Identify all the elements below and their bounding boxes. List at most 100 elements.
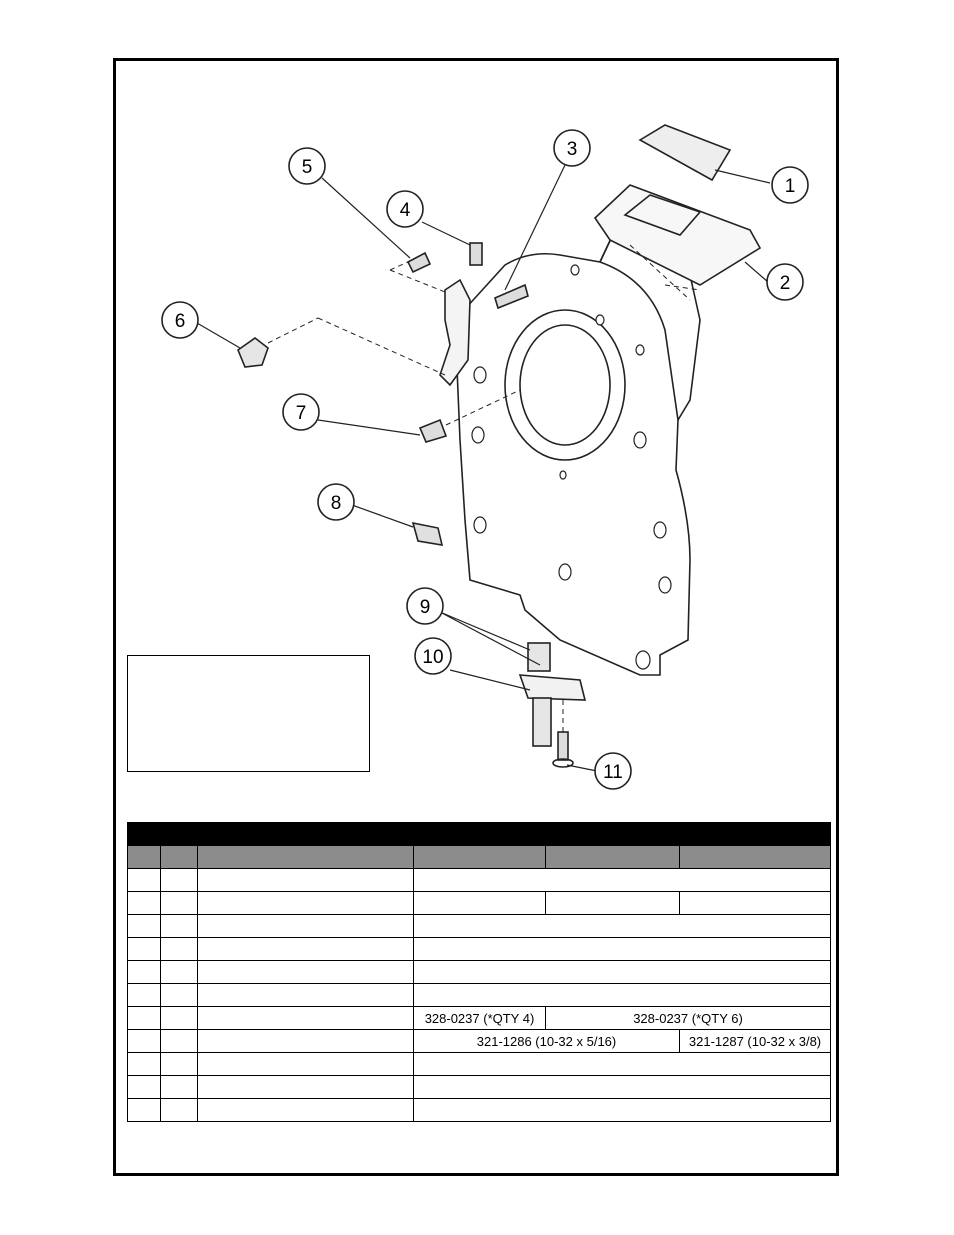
callout-8-circle	[317, 483, 355, 521]
callout-5-circle	[288, 147, 326, 185]
callout-10-circle	[414, 637, 452, 675]
table-row	[127, 914, 832, 938]
table-cell	[127, 1098, 161, 1122]
header-cell	[545, 845, 680, 869]
table-cell	[197, 1029, 414, 1053]
table-row	[127, 868, 832, 892]
table-cell	[197, 1098, 414, 1122]
callout-1-label: 1	[785, 176, 796, 197]
part-11-screw	[557, 731, 569, 761]
table-cell	[160, 1006, 198, 1030]
callout-3-circle	[553, 129, 591, 167]
table-cell	[413, 891, 546, 915]
table-cell	[197, 983, 414, 1007]
table-cell: 328-0237 (*QTY 6)	[544, 1006, 832, 1030]
bore-inner	[519, 324, 611, 446]
callout-5-label: 5	[302, 157, 313, 178]
table-cell: 321-1287 (10-32 x 3/8)	[678, 1029, 832, 1053]
table-cell	[127, 1029, 161, 1053]
part-4-set-screw	[469, 242, 483, 266]
table-cell	[545, 891, 680, 915]
table-cell	[160, 1098, 198, 1122]
table-cell	[412, 937, 832, 961]
table-cell	[127, 937, 161, 961]
exploded-parts-diagram: 1 2 3 4 5 6 7 8 9 10 11	[161, 124, 809, 790]
callout-7-label: 7	[296, 403, 307, 424]
table-cell	[197, 960, 414, 984]
callout-7-circle	[282, 393, 320, 431]
table-cell	[127, 960, 161, 984]
hole	[633, 431, 647, 449]
table-cell	[412, 914, 832, 938]
part-7-screw	[418, 418, 448, 443]
table-cell	[197, 891, 414, 915]
table-cell	[160, 1075, 198, 1099]
table-cell	[160, 1052, 198, 1076]
hole	[635, 650, 651, 670]
table-row	[127, 937, 832, 961]
header-cell	[197, 845, 414, 869]
header-cell	[678, 845, 832, 869]
part-9-spring	[527, 642, 551, 672]
table-cell	[412, 1098, 832, 1122]
table-cell	[197, 868, 414, 892]
housing-body	[454, 252, 691, 676]
callout-8-label: 8	[331, 493, 342, 514]
hole	[658, 576, 672, 594]
header-cell	[160, 845, 198, 869]
table-cell	[412, 1052, 832, 1076]
table-cell	[160, 937, 198, 961]
table-cell	[412, 1075, 832, 1099]
table-cell	[127, 868, 161, 892]
table-cell	[160, 891, 198, 915]
callout-10-label: 10	[422, 647, 443, 668]
hole	[570, 264, 580, 276]
table-cell	[160, 1029, 198, 1053]
table-cell	[197, 1075, 414, 1099]
table-title-bar	[126, 822, 832, 846]
table-cell	[412, 960, 832, 984]
hole	[635, 344, 645, 356]
hole	[558, 563, 572, 581]
table-cell	[127, 1075, 161, 1099]
table-cell	[160, 983, 198, 1007]
table-cell	[197, 914, 414, 938]
table-row	[127, 1075, 832, 1099]
part-8-plug	[411, 521, 444, 546]
callout-2-circle	[766, 263, 804, 301]
table-row	[127, 891, 832, 915]
part-5-set-screw	[406, 251, 432, 274]
hole	[559, 470, 567, 480]
table-row	[127, 1052, 832, 1076]
table-row	[127, 960, 832, 984]
table-cell	[412, 983, 832, 1007]
table-cell: 328-0237 (*QTY 4)	[413, 1006, 546, 1030]
callout-6-circle	[161, 301, 199, 339]
part-3-screw	[494, 283, 529, 310]
hole	[471, 426, 485, 444]
table-header-row	[127, 845, 832, 869]
callout-6-label: 6	[175, 311, 186, 332]
part-10-pin	[518, 674, 587, 701]
callout-4-circle	[386, 190, 424, 228]
table-cell	[160, 868, 198, 892]
parts-table: 328-0237 (*QTY 4)328-0237 (*QTY 6)321-12…	[126, 822, 832, 1122]
table-cell	[127, 891, 161, 915]
table-cell: 321-1286 (10-32 x 5/16)	[413, 1029, 680, 1053]
callout-2-label: 2	[780, 273, 791, 294]
table-row	[127, 1098, 832, 1122]
callout-11-label: 11	[603, 762, 623, 783]
table-cell	[127, 914, 161, 938]
hole	[473, 516, 487, 534]
table-cell	[197, 937, 414, 961]
callout-9-circle	[406, 587, 444, 625]
page-frame	[113, 58, 839, 1176]
table-cell	[127, 1006, 161, 1030]
header-cell	[413, 845, 546, 869]
table-cell	[412, 868, 832, 892]
table-cell	[160, 914, 198, 938]
hole	[473, 366, 487, 384]
latch-arm	[439, 278, 471, 387]
bore-outer	[504, 309, 626, 461]
callout-9-label: 9	[420, 597, 431, 618]
